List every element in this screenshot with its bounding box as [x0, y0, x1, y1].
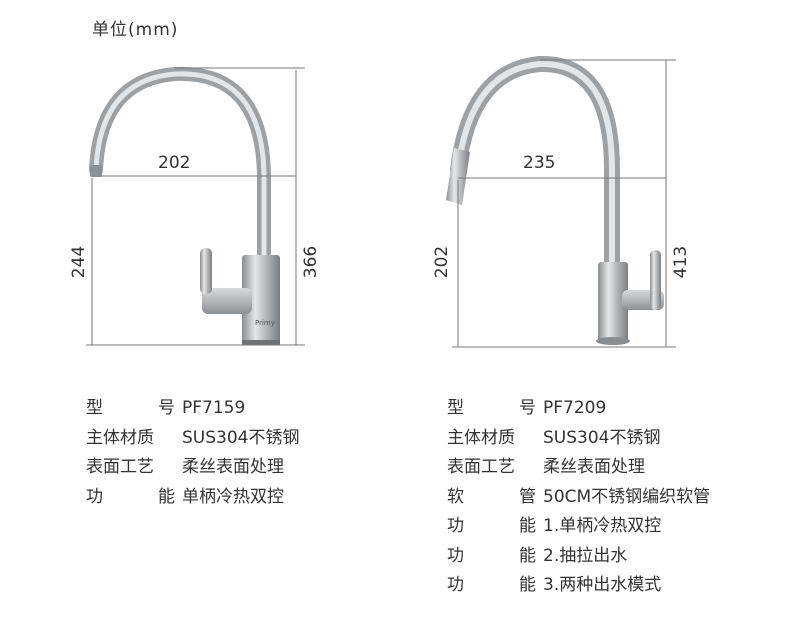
spec-value: 柔丝表面处理	[182, 457, 284, 477]
unit-label: 单位(mm)	[92, 20, 179, 40]
spec-value: 单柄冷热双控	[182, 486, 284, 507]
spec-value: 2.抽拉出水	[543, 545, 628, 566]
spec-value: 3.两种出水模式	[543, 575, 662, 595]
spec-row-finish: 表面工艺柔丝表面处理	[86, 453, 299, 483]
left-total-height-dimension: 366	[301, 246, 321, 278]
left-height-dimension: 244	[69, 246, 89, 278]
right-horizontal-dimension: 235	[523, 153, 555, 173]
spec-value: 柔丝表面处理	[543, 457, 645, 477]
right-total-height-dimension: 413	[671, 246, 691, 278]
spec-value: PF7159	[182, 398, 246, 418]
spec-row-finish: 表面工艺柔丝表面处理	[447, 453, 710, 483]
right-faucet-image	[446, 55, 664, 345]
spec-value: PF7209	[543, 398, 607, 418]
left-brand-mark: Primy	[255, 319, 275, 327]
left-faucet-image: Primy	[89, 66, 280, 345]
left-dimension-lines	[86, 67, 305, 346]
right-height-dimension: 202	[432, 246, 452, 278]
spec-value: 1.单柄冷热双控	[543, 516, 662, 536]
spec-value: 50CM不锈钢编织软管	[543, 486, 711, 507]
spec-value: SUS304不锈钢	[543, 427, 661, 448]
right-dimension-lines	[452, 59, 676, 348]
left-horizontal-dimension: 202	[158, 153, 190, 173]
spec-row-function: 功能单柄冷热双控	[86, 483, 299, 513]
spec-value: SUS304不锈钢	[182, 427, 300, 448]
